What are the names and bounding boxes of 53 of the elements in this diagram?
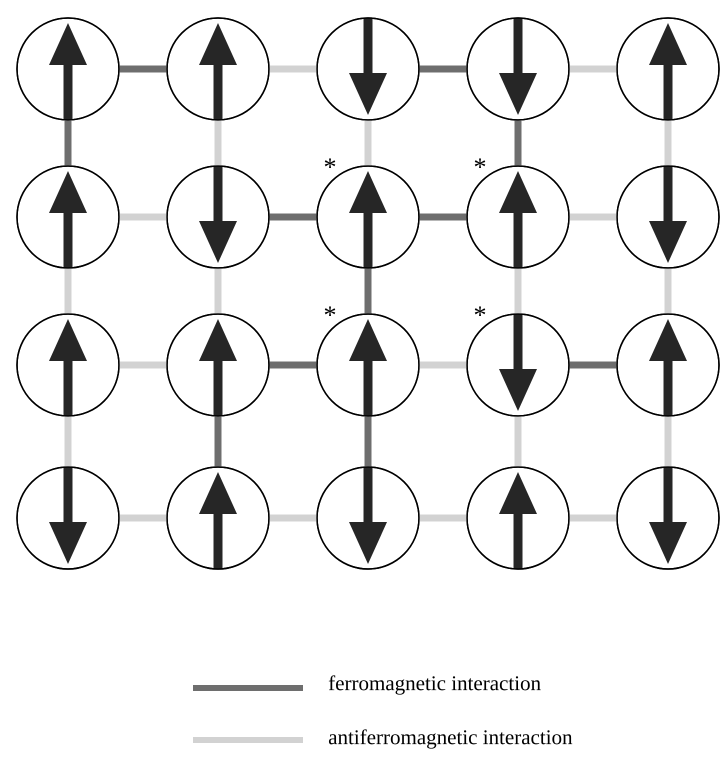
interaction-line [420,362,466,368]
interaction-line [514,120,522,166]
spin-circle [466,466,570,570]
interaction-line [270,66,316,72]
asterisk: * [474,158,486,168]
spin-circle [166,165,270,269]
interaction-line [270,214,316,220]
interaction-line [420,514,466,522]
spin-circle [616,165,720,269]
interaction-line [120,362,166,368]
interaction-line [570,214,616,220]
interaction-line [270,514,316,522]
interaction-line [514,268,522,314]
interaction-line [364,268,372,314]
interaction-line [64,268,72,314]
spin-circle [316,17,420,121]
interaction-line [570,514,616,522]
spin-circle [16,17,120,121]
interaction-line [364,120,372,166]
interaction-line [570,362,616,368]
asterisk: * [474,306,486,316]
spin-circle [16,466,120,570]
interaction-line [664,268,672,314]
spin-circle [166,17,270,121]
asterisk: * [324,158,336,168]
interaction-line [64,120,72,166]
spin-circle [316,466,420,570]
interaction-line [420,214,466,220]
spin-circle [16,313,120,417]
interaction-line [270,362,316,368]
spin-circle [616,466,720,570]
interaction-line [664,416,672,466]
spin-circle [466,17,570,121]
spin-circle [16,165,120,269]
interaction-line [214,416,222,466]
legend-text: ferromagnetic interaction [328,675,541,695]
legend-text: antiferromagnetic interaction [328,729,572,749]
interaction-line [120,514,166,522]
interaction-line [214,268,222,314]
interaction-line [120,214,166,220]
interaction-line [214,120,222,166]
asterisk: * [324,306,336,316]
spin-circle [166,313,270,417]
spin-circle [166,466,270,570]
interaction-line [64,416,72,466]
interaction-line [120,66,166,72]
spin-circle [616,17,720,121]
interaction-line [420,66,466,72]
interaction-line [570,66,616,72]
interaction-line [364,416,372,466]
interaction-line [514,416,522,466]
spin-circle [616,313,720,417]
interaction-line [664,120,672,166]
